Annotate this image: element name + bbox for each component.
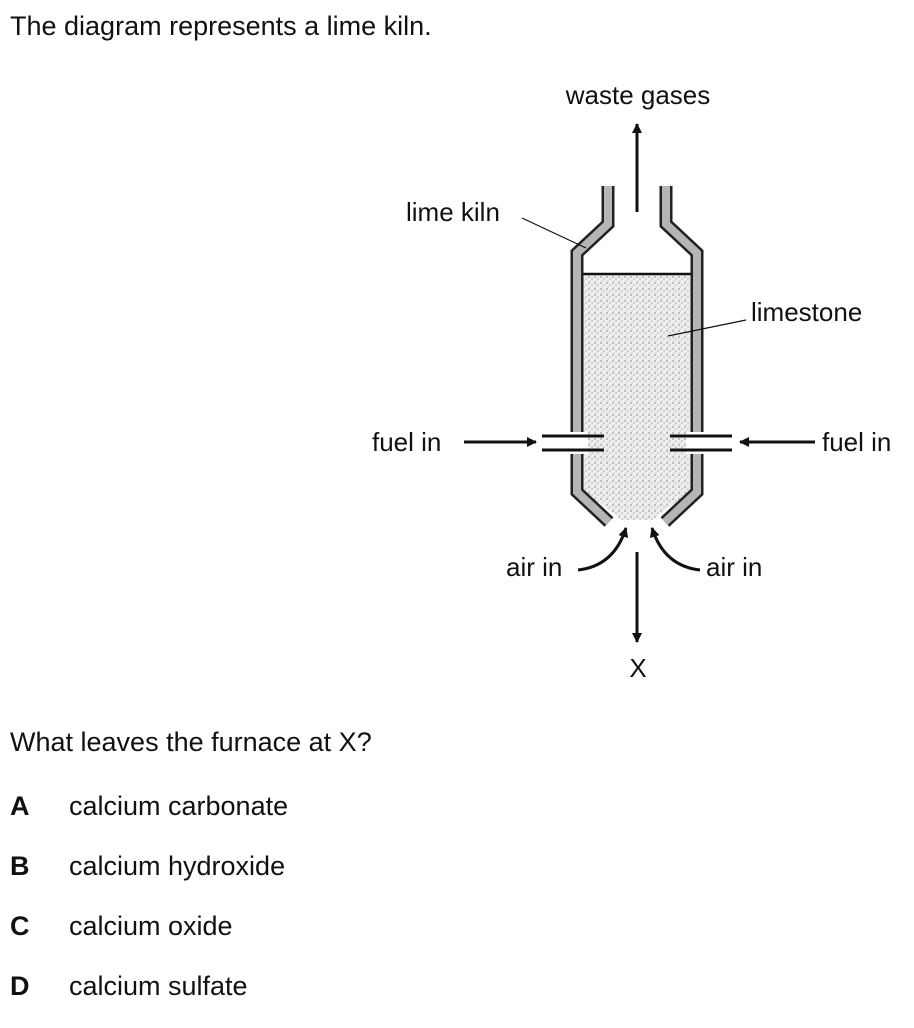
option-text: calcium sulfate	[69, 971, 248, 1001]
option-text: calcium hydroxide	[69, 851, 286, 881]
limestone-fill	[582, 274, 692, 520]
fuel-in-left-label: fuel in	[372, 427, 441, 457]
fuel-in-right-label: fuel in	[822, 427, 891, 457]
option-letter: A	[10, 791, 30, 821]
waste-gases-label: waste gases	[565, 80, 711, 110]
option-letter: C	[10, 911, 30, 941]
option-d[interactable]: D calcium sulfate	[10, 968, 288, 1028]
fuel-inlet-left	[542, 434, 604, 452]
option-a[interactable]: A calcium carbonate	[10, 788, 288, 848]
lime-kiln-label: lime kiln	[406, 197, 500, 227]
lime-kiln-leader	[521, 217, 587, 249]
option-text: calcium carbonate	[69, 791, 289, 821]
air-in-left-label: air in	[506, 552, 562, 582]
option-text: calcium oxide	[69, 911, 233, 941]
outlet-x-label: X	[629, 653, 646, 683]
lime-kiln-diagram: waste gases lime kiln limestone fuel in …	[372, 80, 891, 683]
answer-options: A calcium carbonate B calcium hydroxide …	[10, 788, 288, 1028]
intro-text: The diagram represents a lime kiln.	[10, 11, 432, 41]
air-in-right-label: air in	[706, 552, 762, 582]
option-letter: D	[10, 971, 30, 1001]
air-in-right-arrow	[649, 527, 701, 572]
question-text: What leaves the furnace at X?	[10, 727, 372, 757]
air-in-left-arrow	[577, 527, 629, 572]
option-b[interactable]: B calcium hydroxide	[10, 848, 288, 908]
fuel-inlet-right	[670, 434, 732, 452]
option-letter: B	[10, 851, 30, 881]
limestone-leader	[667, 319, 747, 337]
option-c[interactable]: C calcium oxide	[10, 908, 288, 968]
limestone-label: limestone	[751, 297, 862, 327]
